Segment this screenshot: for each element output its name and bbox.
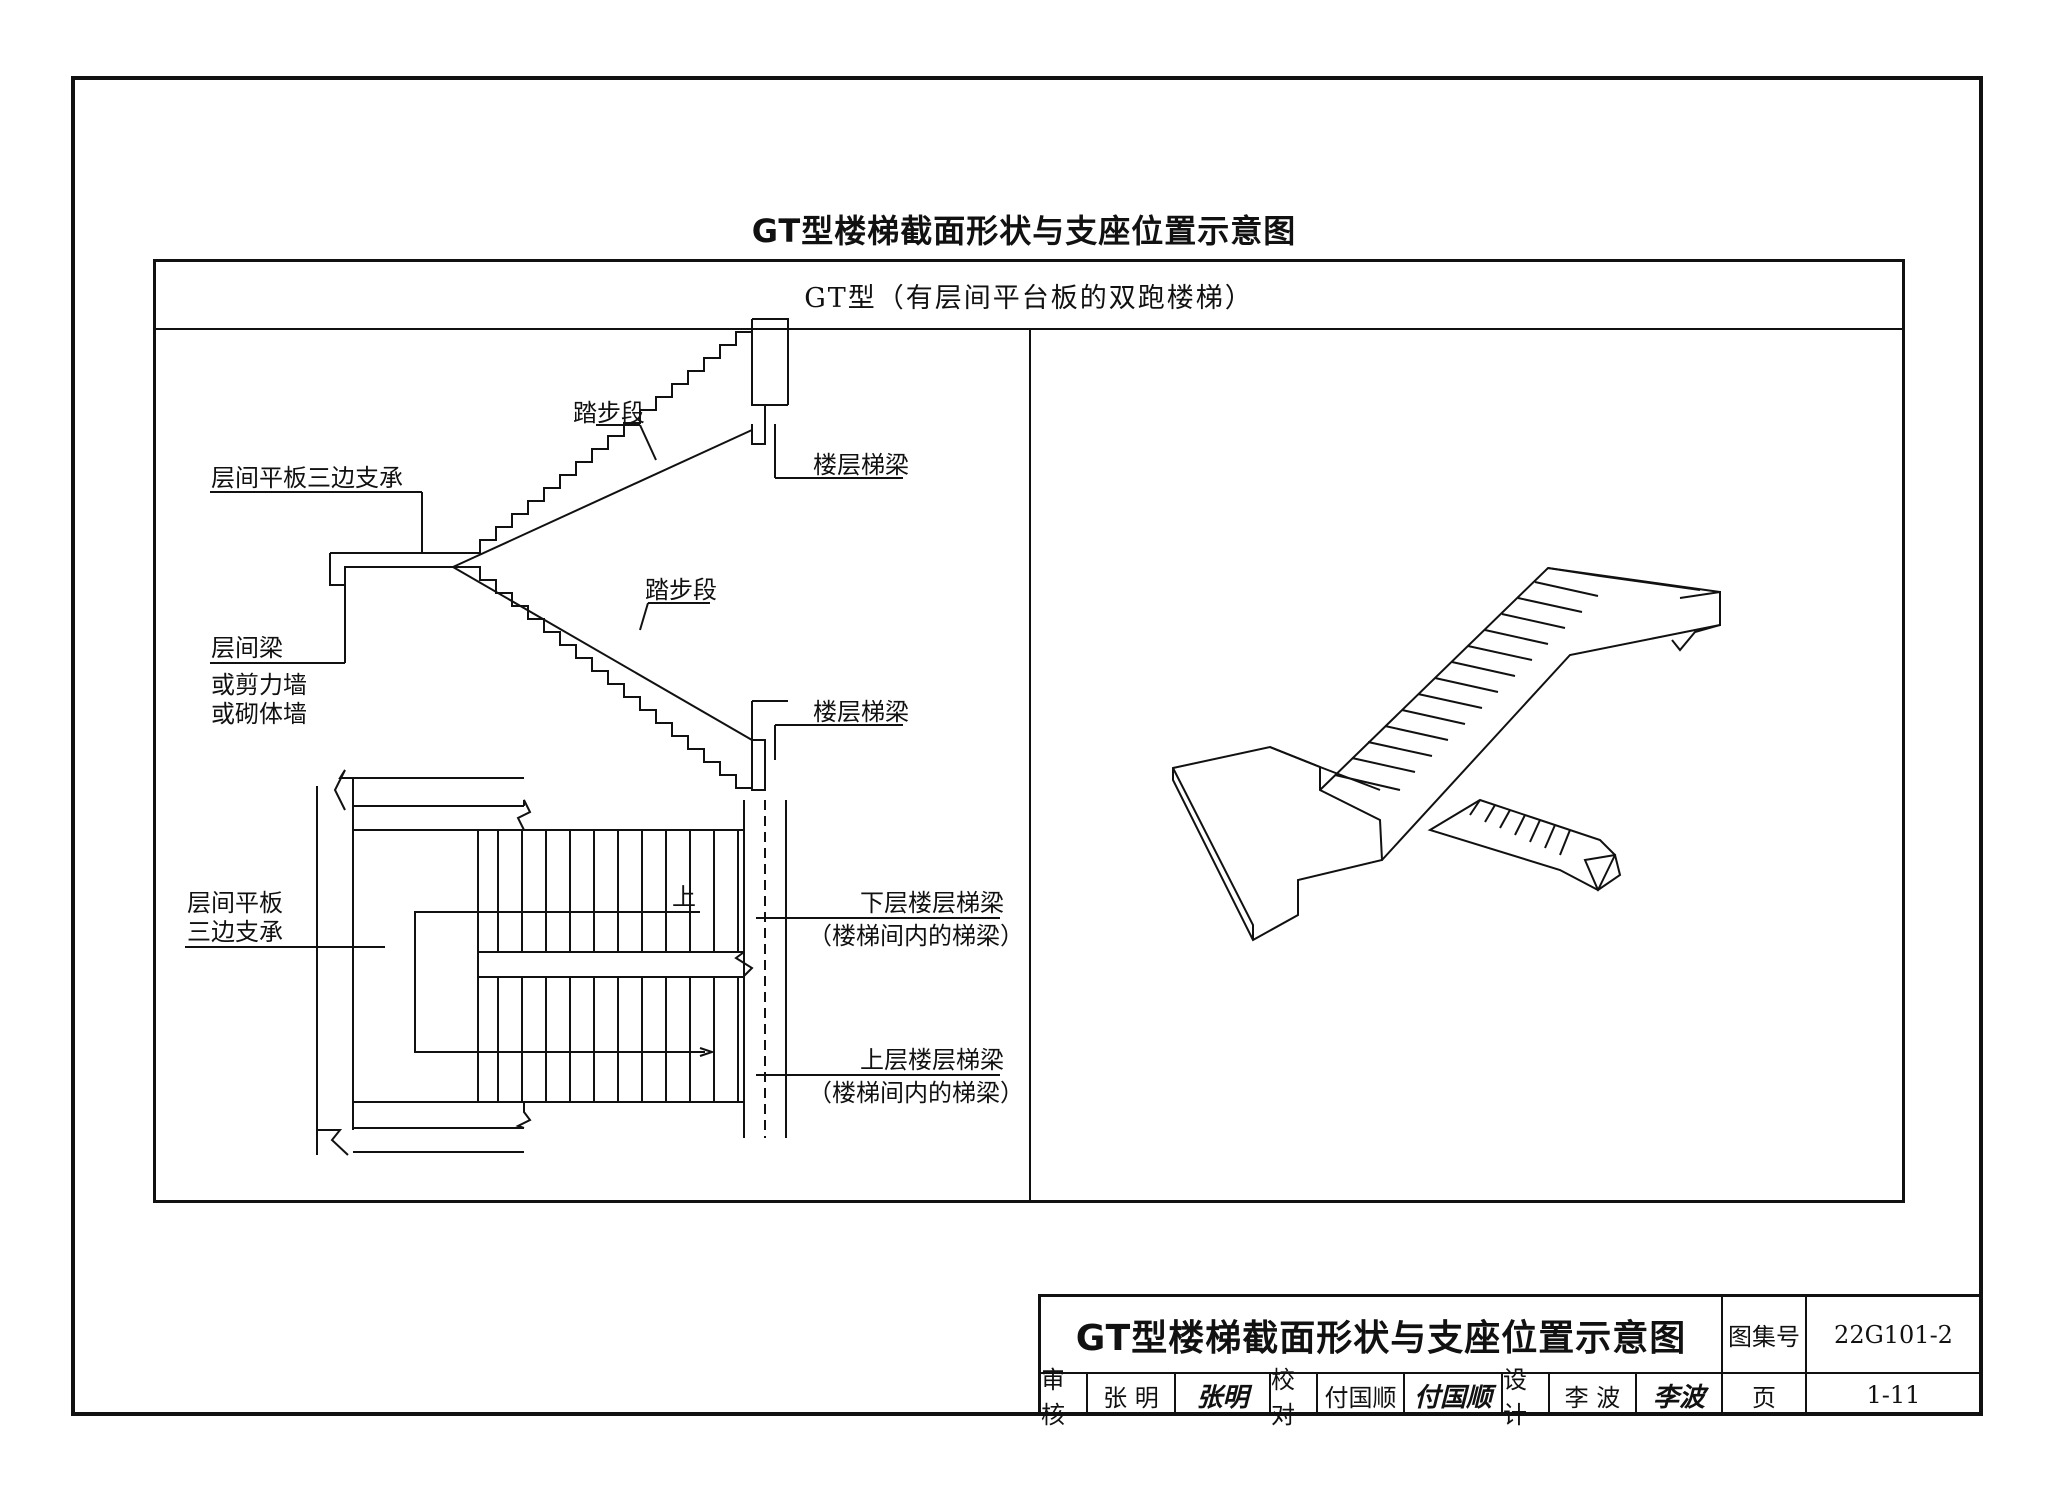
label-upper-beam: 上层楼层梯梁 [860, 1046, 1004, 1074]
plan-break-mid [734, 951, 754, 977]
reviewer-name: 张 明 [1088, 1374, 1176, 1416]
checker-signature: 付国顺 [1405, 1374, 1503, 1416]
iso-lower-flight [1427, 798, 1617, 892]
drawing-frame [71, 76, 1983, 1416]
plan-stair-well [477, 951, 745, 978]
designer-signature: 李波 [1637, 1374, 1723, 1416]
isometric-view [1172, 566, 1721, 942]
reviewer-signature: 张明 [1176, 1374, 1271, 1416]
label-landing-three-side: 层间平板三边支承 [211, 464, 403, 492]
upper-floor-beam [752, 404, 766, 445]
plan-view [185, 769, 1000, 1156]
label-plan-up: 上 [672, 883, 696, 911]
label-tread-upper: 踏步段 [573, 399, 645, 427]
upper-flight-steps [330, 319, 766, 554]
iso-upper-flight-steps [1334, 581, 1599, 791]
iso-lower-beam [1583, 853, 1622, 892]
plan-break-top-left [333, 769, 354, 811]
page-label: 页 [1723, 1374, 1807, 1416]
page-number: 1-11 [1807, 1374, 1983, 1416]
plan-break-bottom-left [317, 1129, 349, 1156]
review-label: 审核 [1041, 1366, 1088, 1429]
main-table: GT型（有层间平台板的双跑楼梯） [153, 259, 1905, 1203]
plan-break-top-right [516, 799, 532, 831]
checker-name: 付国顺 [1318, 1374, 1405, 1416]
iso-upper-slab [1547, 567, 1701, 591]
label-floor-beam-upper: 楼层梯梁 [813, 451, 909, 479]
iso-lower-flight-steps [1469, 799, 1571, 856]
label-tread-lower: 踏步段 [645, 576, 717, 604]
atlas-label: 图集号 [1723, 1297, 1807, 1374]
page-title: GT型楼梯截面形状与支座位置示意图 [751, 212, 1297, 250]
plan-walking-line [414, 911, 705, 1053]
title-block: GT型楼梯截面形状与支座位置示意图 图集号 22G101-2 审核 张 明 张明… [1038, 1294, 1983, 1429]
check-label: 校对 [1271, 1366, 1318, 1429]
leader-tread-upper-2 [639, 424, 657, 461]
iso-landing-top [1269, 746, 1381, 791]
upper-floor-slab [752, 318, 789, 405]
iso-landing-block [1172, 745, 1384, 942]
atlas-number: 22G101-2 [1807, 1297, 1983, 1374]
table-header: GT型（有层间平台板的双跑楼梯） [156, 262, 1902, 330]
label-upper-beam-note: （楼梯间内的梯梁） [808, 1079, 1024, 1107]
leader-tread-lower-2 [639, 602, 649, 631]
plan-break-bottom-right [515, 1102, 532, 1129]
label-lower-beam-note: （楼梯间内的梯梁） [808, 922, 1024, 950]
label-shear-wall: 或剪力墙 [211, 671, 307, 699]
lower-flight-soffit [452, 566, 753, 741]
landing-slab [329, 553, 453, 586]
plan-walking-arrow [699, 1047, 716, 1057]
lower-floor-beam [751, 739, 766, 791]
title-block-title: GT型楼梯截面形状与支座位置示意图 [1041, 1297, 1723, 1374]
section-view [210, 318, 903, 791]
label-plan-landing-2: 三边支承 [187, 918, 283, 946]
designer-name: 李 波 [1550, 1374, 1637, 1416]
design-label: 设计 [1503, 1366, 1550, 1429]
label-floor-beam-lower: 楼层梯梁 [813, 698, 909, 726]
plan-lower-treads [477, 976, 744, 1103]
lower-flight-steps [453, 566, 753, 789]
upper-flight-soffit [452, 429, 753, 568]
plan-upper-treads [477, 829, 744, 953]
iso-landing-edge [1172, 767, 1254, 940]
iso-upper-flight-outline [1319, 566, 1721, 861]
label-plan-landing-1: 层间平板 [187, 889, 283, 917]
center-divider [1029, 330, 1031, 1200]
label-landing-beam: 层间梁 [211, 634, 283, 662]
label-lower-beam: 下层楼层梯梁 [860, 889, 1004, 917]
label-masonry-wall: 或砌体墙 [211, 700, 307, 728]
iso-upper-beam [1671, 590, 1721, 652]
